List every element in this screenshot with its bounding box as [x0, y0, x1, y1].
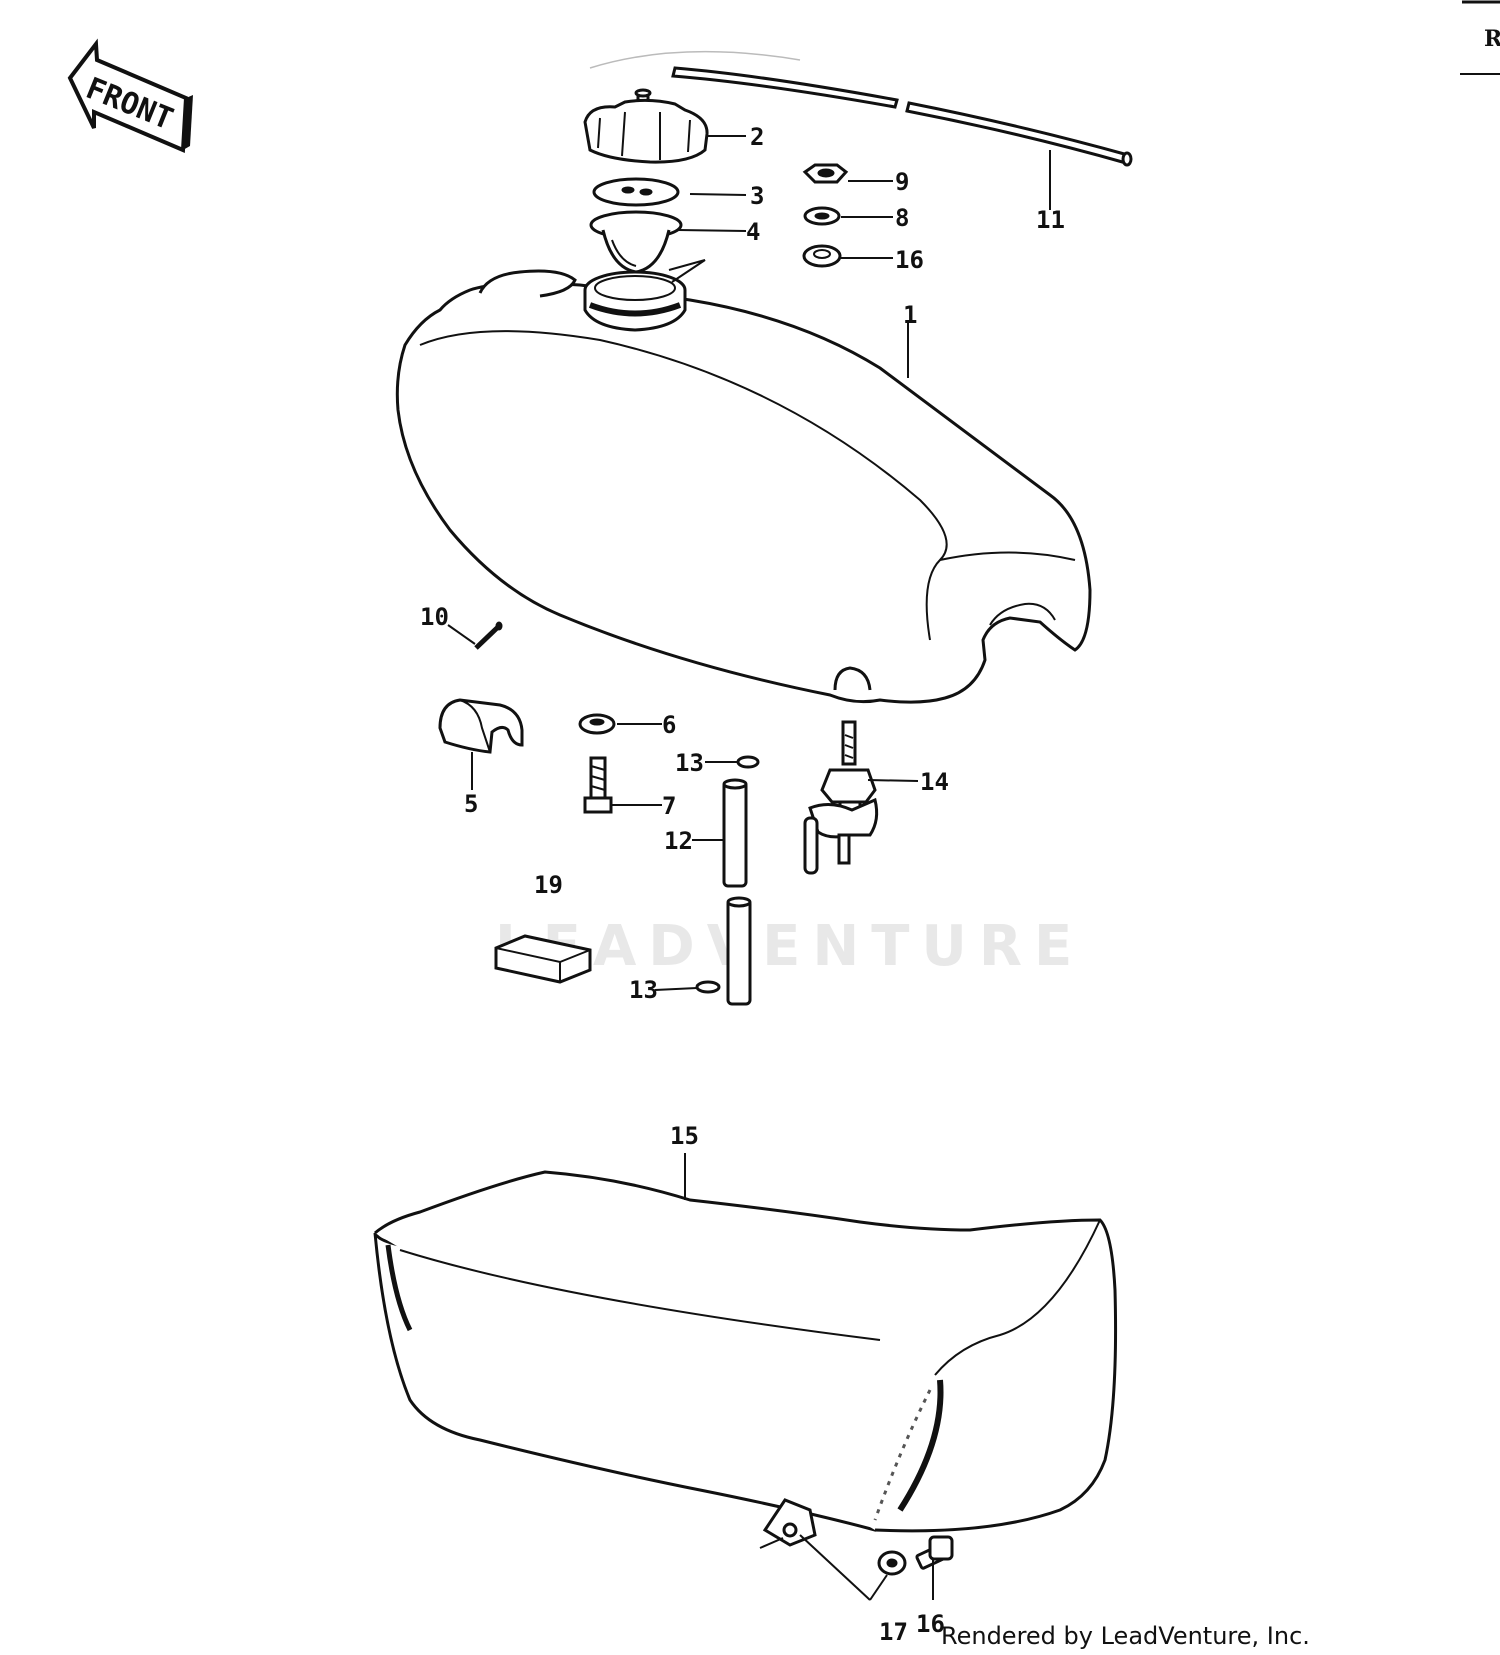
callout-7: 7: [662, 792, 676, 820]
corner-mark-text: R: [1484, 26, 1500, 52]
callout-9: 9: [895, 168, 909, 196]
hose-part-12: [722, 778, 752, 1006]
callout-12: 12: [664, 827, 693, 855]
callout-labels: 2 3 4 9 8 16 11 1 10 5 6 7 13 12 14 19 1…: [420, 123, 1065, 1646]
callout-13-top: 13: [675, 749, 704, 777]
cushion-part-5: [438, 698, 524, 754]
fuel-cock-part-14: [803, 720, 879, 875]
callout-5: 5: [464, 790, 478, 818]
callout-10: 10: [420, 603, 449, 631]
callout-16-bottom: 16: [916, 1610, 945, 1638]
washer-part-6: [578, 713, 616, 735]
seat-part-15: [373, 1170, 1118, 1549]
screw-part-10: [474, 621, 503, 650]
corner-mark: R: [1460, 0, 1500, 75]
fuel-cap-part-2: [583, 88, 709, 164]
nut-part-17: [877, 1550, 907, 1576]
callout-4: 4: [746, 218, 760, 246]
callout-14: 14: [920, 768, 949, 796]
callout-11: 11: [1036, 206, 1065, 234]
bolt-part-7: [583, 756, 613, 814]
hose-part-11: [589, 50, 1133, 167]
o-ring-part-13-top: [736, 755, 760, 769]
callout-2: 2: [750, 123, 764, 151]
callout-3: 3: [750, 182, 764, 210]
bolt-part-16-bottom: [915, 1535, 954, 1570]
gasket-part-3: [592, 177, 680, 207]
callout-16-top: 16: [895, 246, 924, 274]
washer-part-16-top: [802, 244, 842, 268]
strainer-part-4: [589, 210, 683, 274]
callout-17: 17: [879, 1618, 908, 1646]
callout-13-bottom: 13: [629, 976, 658, 1004]
block-part-19: [494, 934, 592, 984]
washer-part-8: [803, 206, 841, 226]
front-arrow: FRONT: [67, 38, 193, 153]
callout-6: 6: [662, 711, 676, 739]
leader-lines: [447, 135, 1051, 1601]
callout-15: 15: [670, 1122, 699, 1150]
callout-8: 8: [895, 204, 909, 232]
nut-part-9: [802, 163, 849, 184]
o-ring-part-13-bottom: [695, 980, 721, 994]
callout-1: 1: [903, 301, 917, 329]
fuel-tank-part-1: [395, 259, 1092, 704]
callout-19: 19: [534, 871, 563, 899]
credit-text: Rendered by LeadVenture, Inc.: [941, 1622, 1310, 1650]
